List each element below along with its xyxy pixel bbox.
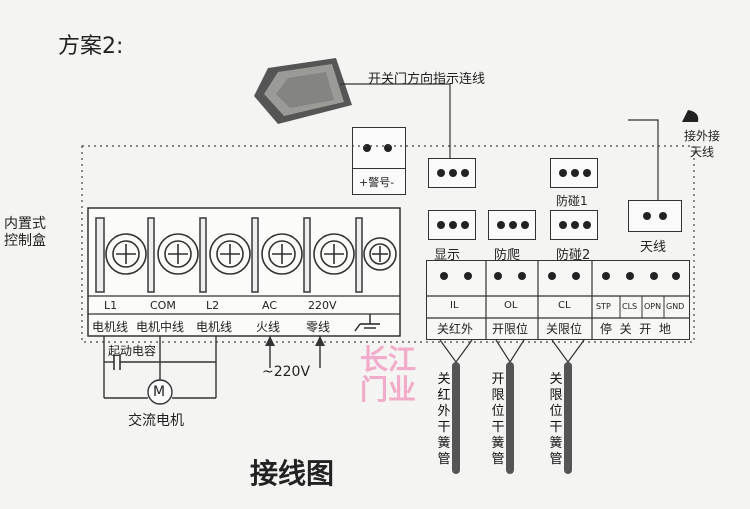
antenna-module: [628, 200, 682, 232]
rt-dot: [494, 272, 502, 280]
rterm-code-cl: CL: [558, 300, 571, 311]
display-module-2: [428, 210, 476, 240]
rt-dot: [518, 272, 526, 280]
anticlimb-label: 防爬: [494, 248, 521, 263]
collision2-module: [550, 210, 598, 240]
stp-code: STP: [596, 302, 611, 311]
alarm-dot-2: [384, 144, 392, 152]
rt-dot: [650, 272, 658, 280]
rt-dot: [672, 272, 680, 280]
terminal-name-l1: 电机线: [92, 320, 129, 334]
terminal-name-220v: 零线: [306, 320, 331, 334]
terminal-code-ac: AC: [262, 299, 278, 312]
builtin-box-label: 内置式 控制盒: [4, 216, 46, 249]
rterm-name-ol: 开限位: [492, 322, 529, 336]
indicator-label: 开关门方向指示连线: [368, 72, 486, 87]
scheme-title: 方案2:: [58, 34, 124, 59]
watermark: 长江 门业: [360, 343, 417, 406]
terminal-code-l2: L2: [206, 299, 220, 312]
rterm-name-cl: 关限位: [546, 322, 583, 336]
terminal-name-com: 电机中线: [136, 320, 185, 334]
motor-icon: [147, 379, 173, 405]
alarm-dot-1: [363, 144, 371, 152]
rt-dot: [464, 272, 472, 280]
alarm-label: +警号-: [359, 176, 395, 189]
reed-label-ol: 开限位干簧管: [491, 372, 505, 467]
rterm-code-il: IL: [450, 300, 459, 311]
terminal-name-l2: 电机线: [196, 320, 233, 334]
rterm-code-ol: OL: [504, 300, 518, 311]
collision1-label: 防碰1: [556, 194, 588, 208]
terminal-code-220v: 220V: [308, 299, 337, 312]
display-label: 显示: [434, 248, 461, 263]
cls-code: CLS: [622, 302, 638, 311]
rt-dot: [626, 272, 634, 280]
opn-code: OPN: [644, 302, 662, 311]
diagram-title: 接线图: [250, 457, 335, 490]
rt-dot: [440, 272, 448, 280]
terminal-name-ac: 火线: [256, 320, 281, 334]
rt-dot: [602, 272, 610, 280]
antenna-external-label: 接外接 天线: [683, 129, 720, 159]
motor-label: 交流电机: [128, 413, 184, 429]
alarm-terminal: +警号-: [352, 127, 406, 195]
display-module: [428, 158, 476, 188]
rt-dot: [548, 272, 556, 280]
ground-icon: [354, 314, 380, 332]
terminal-code-l1: L1: [104, 299, 118, 312]
motor-symbol: M: [153, 384, 166, 400]
direction-indicator-device: [254, 58, 352, 124]
collision1-module: [550, 158, 598, 188]
reed-label-cl: 关限位干簧管: [549, 372, 563, 467]
stp-row-name: 停 关 开 地: [600, 322, 671, 336]
reed-label-il: 关红外干簧管: [437, 372, 451, 467]
antenna-label: 天线: [640, 240, 667, 255]
power-label: ~220V: [262, 364, 311, 380]
collision2-label: 防碰2: [556, 248, 591, 263]
anticlimb-module: [488, 210, 536, 240]
rt-dot: [572, 272, 580, 280]
terminal-code-com: COM: [150, 299, 176, 312]
gnd-code: GND: [666, 302, 685, 311]
capacitor-label: 起动电容: [108, 344, 157, 358]
rterm-name-il: 关红外: [437, 322, 474, 336]
